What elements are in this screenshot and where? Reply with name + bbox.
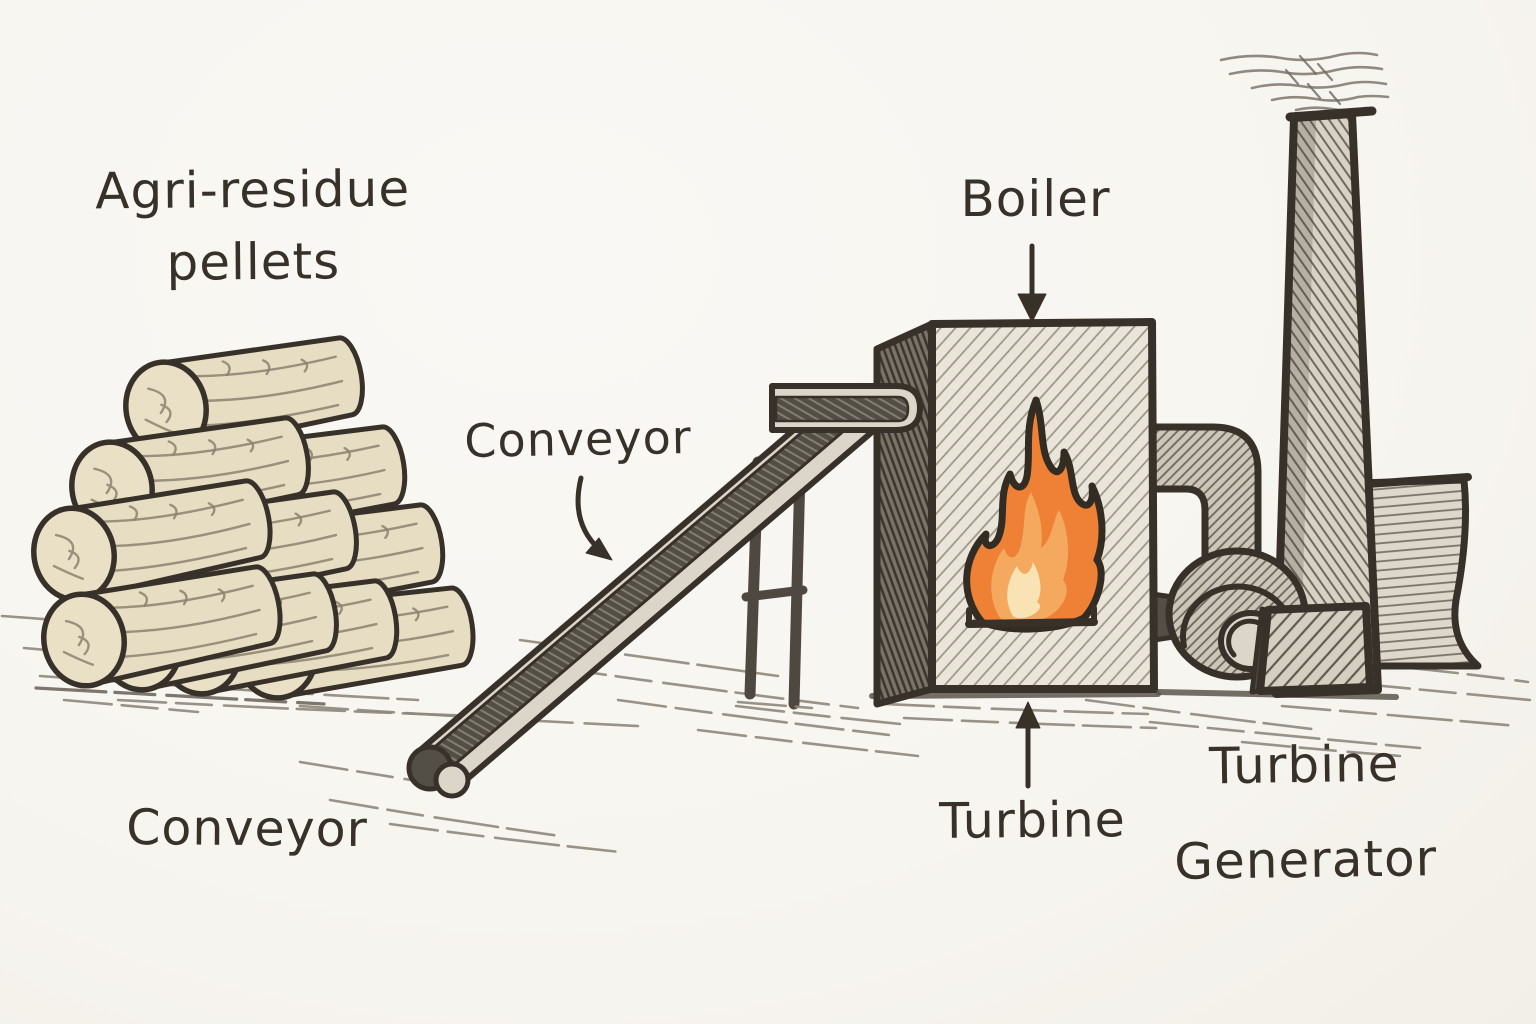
conveyor-top-belt	[774, 395, 910, 423]
label-turbine-generator-line1: Turbine	[1208, 734, 1400, 796]
conveyor-arrow	[575, 475, 613, 561]
smoke	[1219, 51, 1390, 112]
label-conveyor-lower: Conveyor	[125, 798, 368, 859]
steam-pipe	[1145, 423, 1262, 564]
label-turbine: Turbine	[938, 791, 1127, 850]
boiler-arrow	[1017, 243, 1047, 323]
label-agri-line2: pellets	[166, 232, 341, 292]
flame-icon	[963, 396, 1106, 633]
turbine-arrow	[1015, 701, 1041, 789]
firebox-sill	[965, 618, 1098, 628]
conveyor-leg-crossbar	[741, 585, 808, 602]
boiler	[873, 318, 1158, 708]
label-turbine-generator-line2: Generator	[1173, 829, 1438, 891]
label-turbine-generator: Turbine Generator	[1159, 716, 1452, 910]
generator	[1249, 602, 1374, 695]
label-conveyor-upper: Conveyor	[463, 410, 693, 468]
pellet-stack	[26, 328, 479, 703]
boiler-side-face	[873, 320, 936, 708]
conveyor-belt	[406, 383, 923, 799]
conveyor-roller	[433, 761, 471, 799]
label-agri-residue-pellets: Agri-residue pellets	[72, 152, 433, 299]
label-boiler: Boiler	[960, 170, 1111, 228]
label-agri-line1: Agri-residue	[95, 159, 411, 221]
chimney	[1272, 106, 1382, 698]
